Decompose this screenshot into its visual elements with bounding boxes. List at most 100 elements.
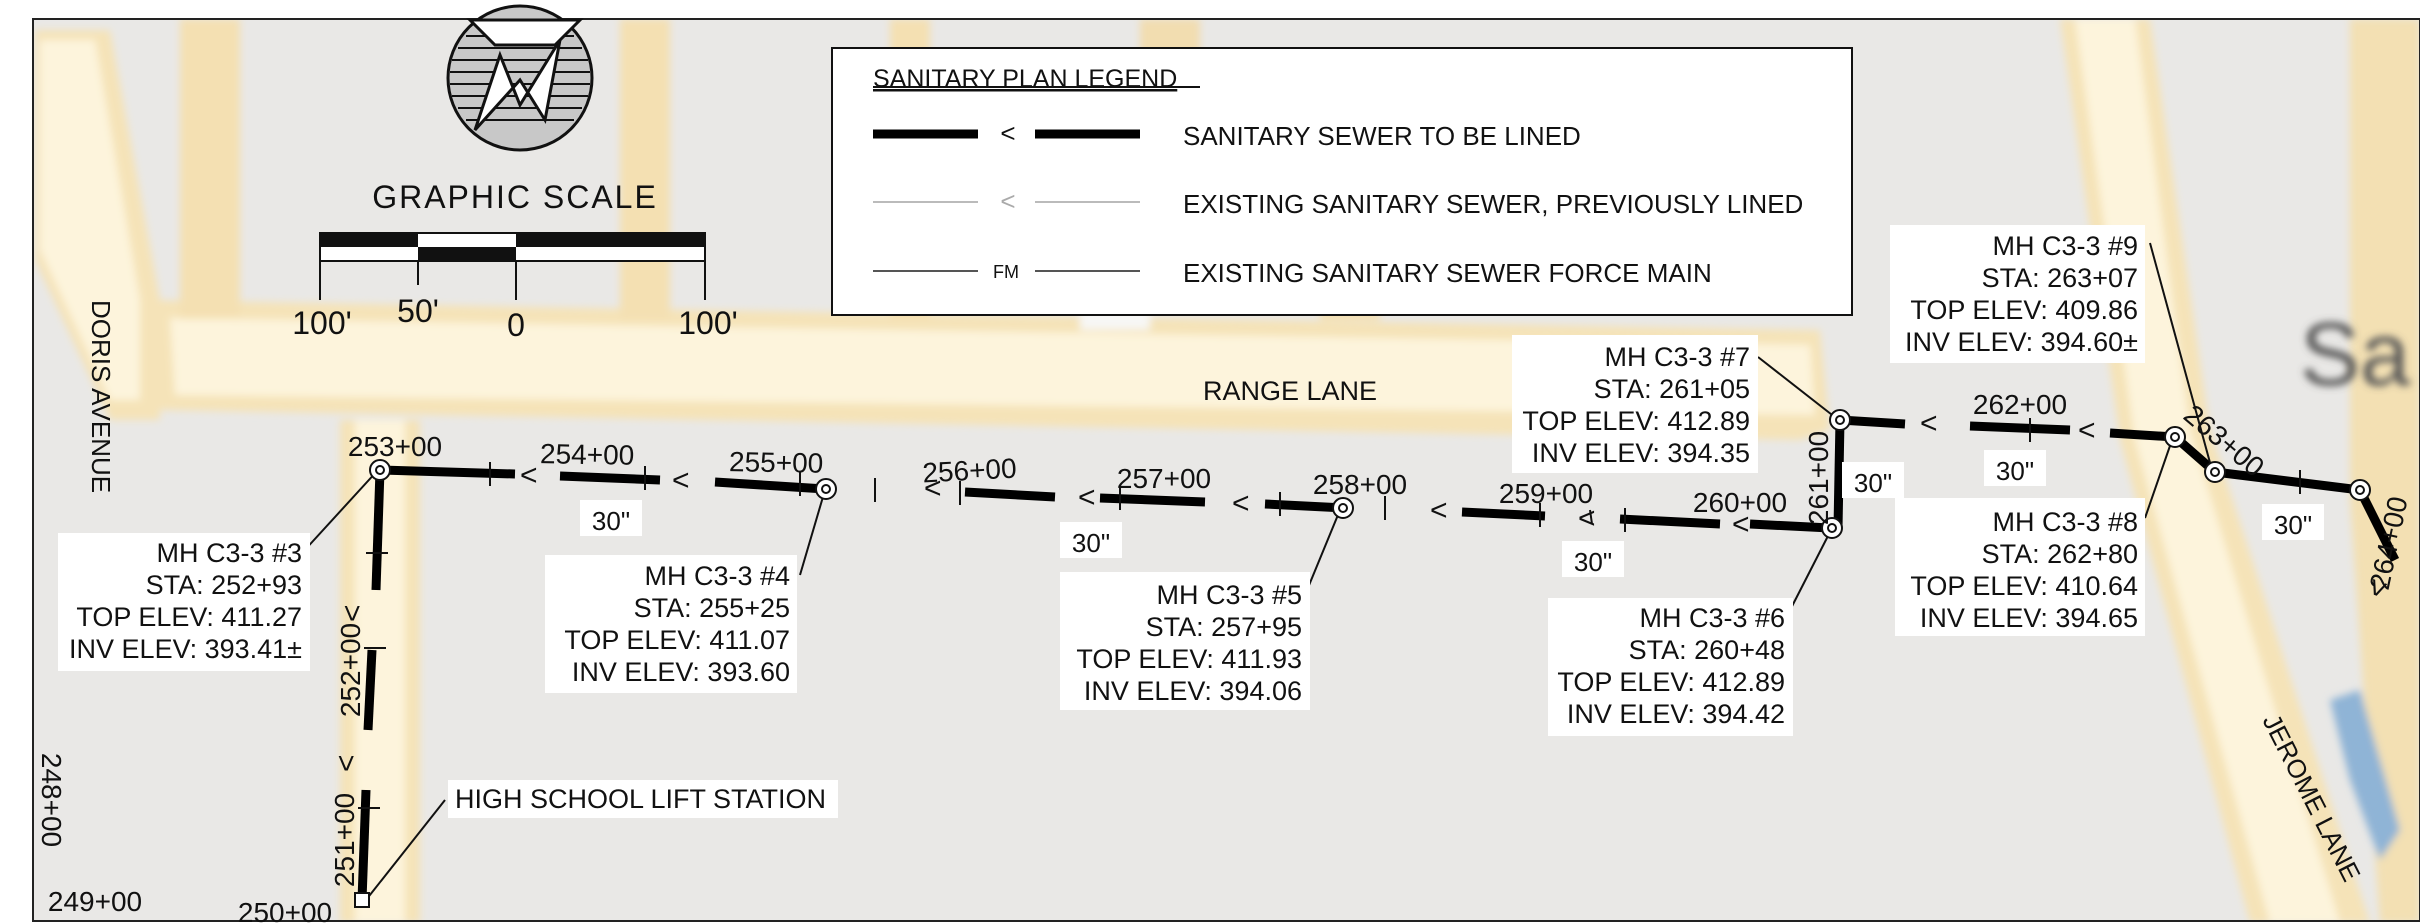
graphic-scale: GRAPHIC SCALE 100' 50' 0 100': [292, 179, 738, 343]
station-label: 253+00: [348, 431, 442, 462]
legend-title: SANITARY PLAN LEGEND: [873, 65, 1177, 93]
manhole-top-elev: TOP ELEV: 410.64: [1910, 571, 2138, 601]
manhole-inv-elev: INV ELEV: 394.42: [1567, 699, 1785, 729]
manhole-name: MH C3-3 #4: [644, 561, 790, 591]
north-arrow-icon: [446, 4, 594, 152]
pipe-size-label: 30": [1072, 528, 1110, 558]
manhole-callouts: MH C3-3 #3 STA: 252+93 TOP ELEV: 411.27 …: [58, 225, 2145, 736]
station-label: 249+00: [48, 886, 142, 917]
station-label: 259+00: [1499, 478, 1593, 509]
scale-tick-label: 0: [507, 307, 525, 343]
station-label: 258+00: [1313, 469, 1407, 500]
manhole-inv-elev: INV ELEV: 393.41±: [69, 634, 302, 664]
manhole-callout: MH C3-3 #9 STA: 263+07 TOP ELEV: 409.86 …: [1890, 225, 2145, 363]
manhole-symbols: [354, 409, 2371, 908]
scale-tick-label: 50': [397, 293, 439, 329]
svg-text:<: <: [336, 604, 369, 622]
station-label: 252+00: [335, 623, 366, 717]
manhole-name: MH C3-3 #9: [1992, 231, 2138, 261]
graphic-scale-title: GRAPHIC SCALE: [372, 179, 658, 215]
station-label: 254+00: [540, 438, 635, 471]
station-label: 251+00: [329, 793, 360, 887]
manhole-name: MH C3-3 #6: [1639, 603, 1785, 633]
manhole-callout: MH C3-3 #3 STA: 252+93 TOP ELEV: 411.27 …: [58, 533, 310, 671]
manhole-callout: MH C3-3 #4 STA: 255+25 TOP ELEV: 411.07 …: [545, 555, 797, 693]
svg-text:<: <: [1578, 502, 1596, 535]
manhole-inv-elev: INV ELEV: 394.65: [1920, 603, 2138, 633]
right-side-street: [2350, 19, 2420, 921]
station-ticks: [358, 418, 2301, 809]
legend-label: EXISTING SANITARY SEWER, PREVIOUSLY LINE…: [1183, 189, 1803, 219]
legend-label: EXISTING SANITARY SEWER FORCE MAIN: [1183, 258, 1712, 288]
manhole-icon: [2349, 479, 2371, 501]
manhole-inv-elev: INV ELEV: 394.35: [1532, 438, 1750, 468]
station-label: 256+00: [922, 453, 1018, 489]
manhole-icon: [1829, 409, 1851, 431]
manhole-station: STA: 252+93: [146, 570, 302, 600]
svg-text:<: <: [520, 459, 538, 492]
manhole-top-elev: TOP ELEV: 411.93: [1076, 644, 1302, 674]
manhole-icon: [369, 459, 391, 481]
lift-station-label: HIGH SCHOOL LIFT STATION: [455, 784, 826, 814]
station-label: 262+00: [1973, 389, 2067, 420]
manhole-top-elev: TOP ELEV: 411.07: [564, 625, 790, 655]
manhole-station: STA: 262+80: [1982, 539, 2138, 569]
legend: SANITARY PLAN LEGEND < SANITARY SEWER TO…: [831, 47, 1853, 316]
manhole-top-elev: TOP ELEV: 409.86: [1910, 295, 2138, 325]
station-label: 261+00: [1803, 431, 1834, 525]
street-label-doris-avenue: DORIS AVENUE: [86, 300, 116, 493]
legend-flow-arrow: <: [1000, 186, 1015, 216]
manhole-top-elev: TOP ELEV: 412.89: [1522, 406, 1750, 436]
manhole-icon: [2204, 461, 2226, 483]
legend-fm-marker: FM: [993, 262, 1019, 282]
manhole-callout: MH C3-3 #5 STA: 257+95 TOP ELEV: 411.93 …: [1060, 572, 1310, 710]
manhole-icon: [2164, 426, 2186, 448]
sheet-frame: [32, 18, 2420, 922]
station-label: 248+00: [36, 753, 67, 847]
legend-label: SANITARY SEWER TO BE LINED: [1183, 121, 1581, 151]
svg-text:<: <: [2078, 414, 2096, 447]
manhole-callout: MH C3-3 #7 STA: 261+05 TOP ELEV: 412.89 …: [1512, 335, 1758, 473]
legend-flow-arrow: <: [1000, 118, 1015, 148]
manhole-name: MH C3-3 #8: [1992, 507, 2138, 537]
manhole-icon: [1821, 517, 1843, 539]
manhole-icon: [815, 478, 837, 500]
manhole-inv-elev: INV ELEV: 394.06: [1084, 676, 1302, 706]
svg-text:<: <: [924, 472, 942, 505]
svg-text:<: <: [330, 754, 363, 772]
manhole-name: MH C3-3 #7: [1604, 342, 1750, 372]
manhole-station: STA: 260+48: [1629, 635, 1785, 665]
pipe-size-label: 30": [1996, 456, 2034, 486]
manhole-station: STA: 255+25: [634, 593, 790, 623]
street-label-range-lane: RANGE LANE: [1203, 376, 1377, 406]
svg-text:<: <: [1078, 481, 1096, 514]
station-label: 257+00: [1117, 463, 1211, 494]
partial-street-label: Sa: [2300, 305, 2411, 405]
station-label: 255+00: [729, 446, 824, 479]
manhole-name: MH C3-3 #5: [1156, 580, 1302, 610]
scale-tick-label: 100': [292, 305, 352, 341]
pipe-size-label: 30": [1854, 468, 1892, 498]
station-label: 250+00: [238, 897, 332, 923]
manhole-name: MH C3-3 #3: [156, 538, 302, 568]
svg-text:<: <: [1732, 508, 1750, 541]
svg-text:<: <: [1232, 487, 1250, 520]
flow-arrows: << << << << << < < <: [330, 407, 2397, 772]
manhole-icon: [1332, 497, 1354, 519]
water-patch: [2330, 690, 2400, 860]
svg-text:<: <: [1430, 494, 1448, 527]
svg-text:<: <: [1920, 407, 1938, 440]
lift-station-label-bg: [448, 780, 838, 818]
manhole-callout: MH C3-3 #6 STA: 260+48 TOP ELEV: 412.89 …: [1548, 598, 1793, 736]
pipe-size-label: 30": [1574, 547, 1612, 577]
lift-station-icon: [354, 892, 370, 908]
scale-tick-label: 100': [678, 305, 738, 341]
pipe-size-label: 30": [592, 506, 630, 536]
manhole-inv-elev: INV ELEV: 394.60±: [1905, 327, 2138, 357]
leader-lines: [302, 242, 2213, 906]
station-label: 260+00: [1693, 487, 1787, 518]
manhole-callout: MH C3-3 #8 STA: 262+80 TOP ELEV: 410.64 …: [1895, 498, 2145, 636]
pipe-size-labels: 30" 30" 30" 30" 30" 30": [580, 450, 2324, 577]
manhole-station: STA: 261+05: [1594, 374, 1750, 404]
